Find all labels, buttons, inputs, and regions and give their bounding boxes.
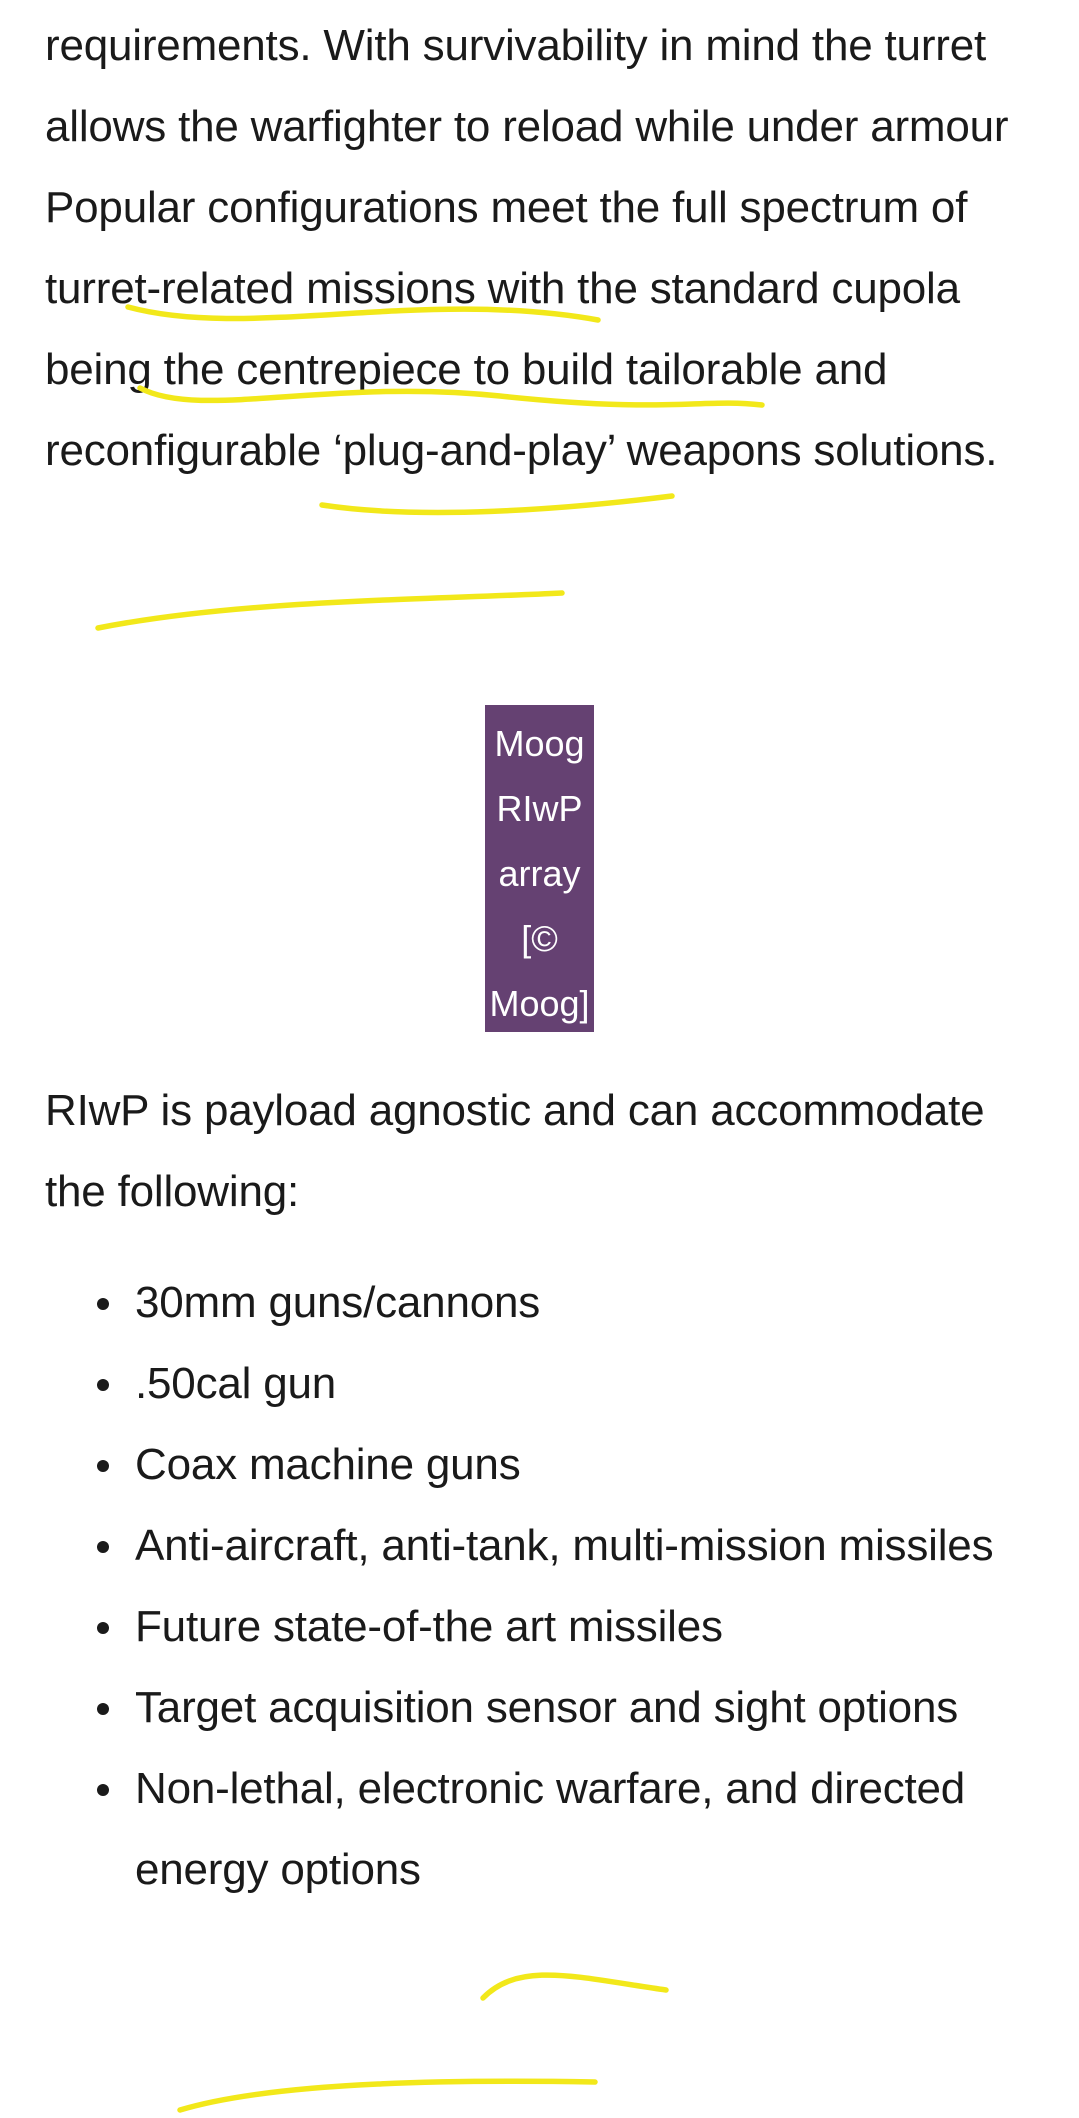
caption-line: RIwP [496,788,583,829]
bullet-dot [97,1622,109,1634]
highlight-stroke [319,493,675,516]
list-item: 30mm guns/cannons [45,1262,1055,1343]
bullet-dot [97,1703,109,1715]
list-item: Non-lethal, electronic warfare, and dire… [45,1748,1055,1910]
bullet-dot [97,1379,109,1391]
payload-list: 30mm guns/cannons .50cal gun Coax machin… [45,1262,1055,1910]
paragraph-payload-agnostic: RIwP is payload agnostic and can accommo… [45,1086,985,1216]
highlight-stroke [95,590,565,631]
highlight-stroke [480,1972,669,2001]
image-caption-placeholder: Moog RIwP array [© Moog] [485,705,594,1032]
highlight-stroke [177,2078,598,2113]
list-item: Future state-of-the art missiles [45,1586,1055,1667]
list-item: .50cal gun [45,1343,1055,1424]
paragraph-survivability: requirements. With survivability in mind… [45,21,1009,475]
bullet-dot [97,1460,109,1472]
caption-line: Moog [494,723,585,764]
bullet-dot [97,1784,109,1796]
caption-line: Moog] [489,983,590,1024]
list-item: Coax machine guns [45,1424,1055,1505]
caption-line: array [498,853,581,894]
bullet-dot [97,1298,109,1310]
list-item: Anti-aircraft, anti-tank, multi-mission … [45,1505,1055,1586]
list-item: Target acquisition sensor and sight opti… [45,1667,1055,1748]
caption-line: [© [521,918,558,959]
bullet-dot [97,1541,109,1553]
